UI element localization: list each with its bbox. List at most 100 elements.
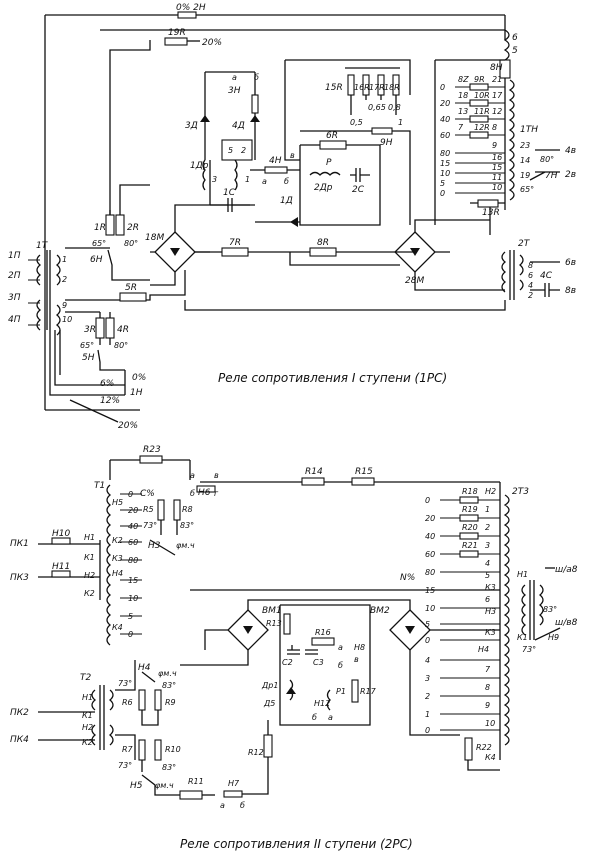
svg-text:R9: R9 — [165, 698, 176, 707]
svg-text:0: 0 — [128, 630, 133, 639]
svg-text:0: 0 — [425, 726, 430, 735]
svg-text:N%: N% — [400, 573, 415, 583]
svg-text:12%: 12% — [100, 396, 120, 406]
svg-text:4: 4 — [425, 656, 430, 665]
svg-text:5: 5 — [485, 571, 490, 580]
resistor-1r — [105, 214, 115, 236]
svg-text:80°: 80° — [540, 155, 554, 164]
svg-text:R18: R18 — [462, 487, 478, 496]
resistor-r11 — [179, 790, 203, 800]
svg-text:б: б — [254, 73, 259, 82]
svg-text:60: 60 — [128, 538, 138, 547]
svg-text:9R: 9R — [474, 75, 485, 84]
svg-text:20: 20 — [425, 514, 435, 523]
stage-2-diagram: R23 R14 R15 а в б г Н6 Т1 0 20 40 60 80 … — [10, 445, 578, 851]
svg-text:2С: 2С — [352, 185, 365, 195]
svg-text:Н9: Н9 — [548, 633, 559, 642]
svg-text:Н12: Н12 — [314, 699, 330, 708]
svg-text:73°: 73° — [118, 679, 132, 688]
caption-stage-1: Реле сопротивления I ступени (1РС) — [218, 371, 447, 385]
resistor-2r — [115, 214, 125, 236]
svg-text:К1: К1 — [84, 553, 95, 562]
svg-text:К2: К2 — [84, 589, 95, 598]
svg-text:К2: К2 — [82, 738, 93, 747]
svg-text:8в: 8в — [565, 286, 576, 296]
svg-text:13: 13 — [458, 107, 468, 116]
svg-text:Н1: Н1 — [517, 570, 528, 579]
svg-text:16: 16 — [492, 153, 502, 162]
svg-text:R11: R11 — [188, 777, 204, 786]
svg-text:1: 1 — [62, 255, 67, 264]
svg-text:3Н: 3Н — [228, 86, 241, 96]
resistor-r10 — [154, 739, 162, 761]
svg-text:R12: R12 — [248, 748, 264, 757]
svg-text:6R: 6R — [326, 131, 338, 141]
svg-text:83°: 83° — [543, 605, 557, 614]
svg-text:0%: 0% — [132, 373, 146, 383]
svg-text:R16: R16 — [315, 628, 331, 637]
svg-text:10: 10 — [62, 315, 72, 324]
svg-text:83°: 83° — [162, 763, 176, 772]
svg-text:6%: 6% — [100, 379, 114, 389]
caption-stage-2: Реле сопротивления II ступени (2РС) — [180, 837, 413, 851]
svg-text:а: а — [220, 801, 225, 810]
svg-text:3Д: 3Д — [185, 121, 198, 131]
bridge-28m-diode-icon — [410, 248, 420, 256]
svg-text:6в: 6в — [565, 258, 576, 268]
svg-text:12: 12 — [492, 107, 502, 116]
svg-text:2в: 2в — [565, 170, 576, 180]
stage-1-diagram: 0% 2Н 19R 20% 1Т 1П 2П 3П 4П 1 2 9 10 1R… — [8, 3, 576, 431]
tn-right-taps: 21 17 12 8 9 16 15 11 10 — [492, 75, 503, 192]
svg-text:R19: R19 — [462, 505, 478, 514]
svg-text:4R: 4R — [117, 325, 129, 335]
tap-2h-label: 0% 2Н — [176, 3, 206, 13]
svg-text:φм.ч: φм.ч — [176, 541, 195, 550]
svg-text:б: б — [240, 801, 245, 810]
tn-left-taps: 0 20 40 60 80 15 10 5 0 — [440, 83, 450, 198]
svg-text:1: 1 — [245, 175, 250, 184]
svg-text:10: 10 — [425, 604, 435, 613]
svg-text:8R: 8R — [317, 238, 329, 248]
resistor-r6 — [138, 689, 146, 711]
svg-text:15R: 15R — [325, 83, 343, 93]
svg-text:15: 15 — [440, 159, 450, 168]
pk-inputs: ПК1 ПК3 ПК2 ПК4 — [10, 539, 29, 745]
svg-text:4Д: 4Д — [232, 121, 245, 131]
svg-text:в: в — [290, 151, 295, 160]
svg-text:6Н: 6Н — [90, 255, 103, 265]
svg-text:R7: R7 — [122, 745, 134, 754]
svg-text:ПК3: ПК3 — [10, 573, 29, 583]
svg-text:2: 2 — [241, 146, 246, 155]
svg-text:Н7: Н7 — [228, 779, 240, 788]
svg-text:5Н: 5Н — [82, 353, 95, 363]
svg-text:15: 15 — [425, 586, 435, 595]
resistor-3r — [95, 317, 105, 339]
svg-text:1: 1 — [425, 710, 430, 719]
svg-text:R21: R21 — [462, 541, 478, 550]
svg-text:К3: К3 — [112, 554, 123, 563]
svg-text:Н4: Н4 — [112, 569, 123, 578]
resistor-5r — [119, 292, 147, 302]
svg-text:0,8: 0,8 — [388, 103, 401, 112]
diode-3d-icon — [200, 115, 210, 122]
svg-text:ВМ2: ВМ2 — [370, 606, 390, 616]
svg-text:80: 80 — [440, 149, 450, 158]
svg-text:R17: R17 — [360, 687, 377, 696]
svg-text:Н4: Н4 — [138, 663, 151, 673]
svg-text:3: 3 — [485, 541, 490, 550]
svg-text:65°: 65° — [80, 341, 94, 350]
svg-text:80°: 80° — [124, 239, 138, 248]
svg-text:0: 0 — [425, 636, 430, 645]
contact-h10 — [51, 537, 71, 545]
svg-text:73°: 73° — [522, 645, 536, 654]
svg-text:12R: 12R — [474, 123, 490, 132]
t1-taps: 0 20 40 60 80 15 10 5 0 Н5 К2 К3 Н4 К4 — [112, 490, 138, 639]
svg-text:2: 2 — [62, 275, 67, 284]
resistor-19r-label: 19R — [168, 28, 186, 38]
resistor-r16 — [311, 637, 335, 646]
svg-text:7Н: 7Н — [545, 171, 558, 181]
svg-text:φм.ч: φм.ч — [155, 781, 174, 790]
svg-text:0,5: 0,5 — [350, 118, 363, 127]
resistor-r9 — [154, 689, 162, 711]
svg-text:ПК2: ПК2 — [10, 708, 29, 718]
